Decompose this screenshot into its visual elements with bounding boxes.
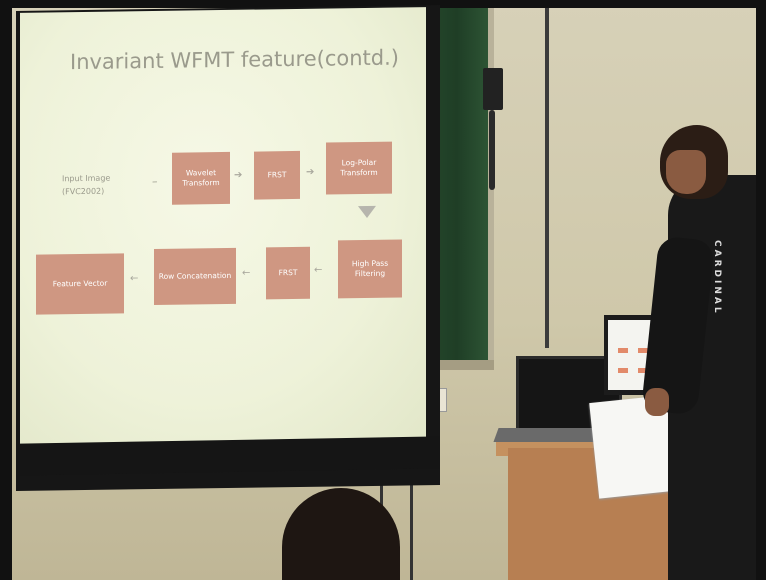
hoodie-print: CARDINAL — [712, 240, 722, 316]
box-wavelet-transform: Wavelet Transform — [172, 151, 230, 205]
arrow-left-3: ← — [130, 273, 139, 285]
frame-border-right — [756, 0, 766, 580]
box-frst-bottom: FRST — [266, 246, 310, 300]
box-row-concatenation: Row Concatenation — [154, 247, 236, 305]
box-log-polar-transform: Log-Polar Transform — [326, 141, 392, 195]
mini-box — [618, 348, 628, 353]
slide-title: Invariant WFMT feature(contd.) — [70, 45, 399, 75]
mini-box — [638, 368, 648, 373]
box-feature-vector: Feature Vector — [36, 253, 124, 315]
mini-box — [618, 368, 628, 373]
laptop-left-keyboard — [493, 428, 605, 442]
hanging-cable — [489, 110, 495, 190]
box-frst-top: FRST — [254, 150, 300, 200]
arrow-down — [358, 205, 376, 219]
box-high-pass-filtering: High Pass Filtering — [338, 239, 402, 299]
chalkboard-rail — [410, 360, 494, 370]
mini-box — [638, 348, 648, 353]
floor-cable-2 — [410, 455, 413, 580]
audience-member-head — [282, 488, 400, 580]
wall-pipe — [545, 8, 549, 348]
wall-speaker — [483, 68, 503, 110]
arrow-right-2: ➔ — [306, 166, 315, 178]
input-image-label: Input Image (FVC2002) — [62, 172, 110, 199]
arrow-right-1: ➔ — [234, 169, 243, 181]
frame-border-left — [0, 0, 12, 580]
presenter-face — [666, 150, 706, 194]
arrow-left-2: ← — [242, 267, 251, 279]
arrow-left-1: ← — [314, 264, 323, 276]
input-label-line1: Input Image — [62, 173, 111, 184]
projector-screen: Invariant WFMT feature(contd.) Input Ima… — [20, 7, 426, 445]
input-dash: – — [152, 174, 158, 188]
presenter-hand — [645, 388, 669, 416]
input-label-line2: (FVC2002) — [62, 186, 105, 197]
frame-border-top — [0, 0, 766, 8]
